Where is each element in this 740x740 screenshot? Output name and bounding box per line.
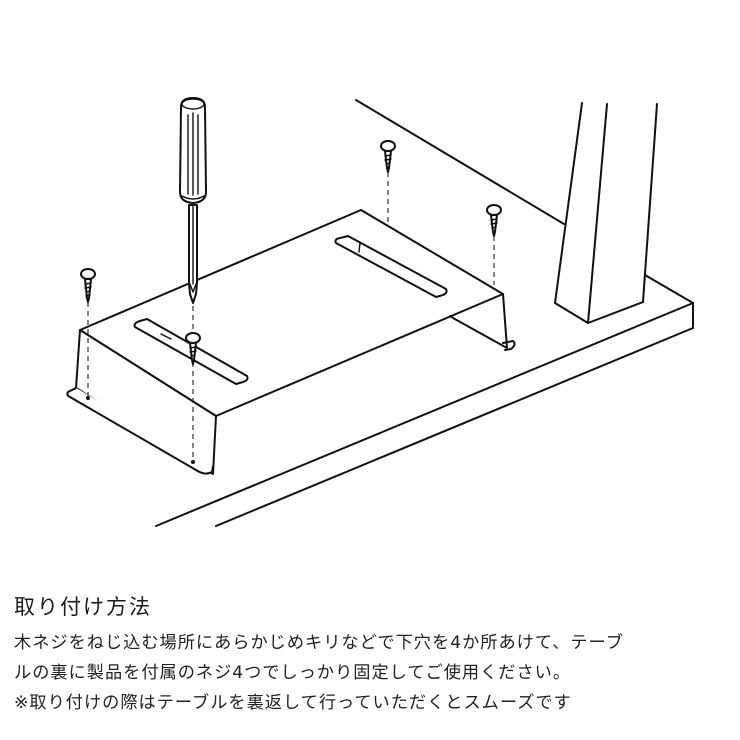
wood-screw-icon (486, 204, 502, 237)
screwdriver-icon (179, 97, 207, 304)
wood-screw-icon (185, 332, 201, 365)
instruction-line: ルの裏に製品を付属のネジ4つでしっかり固定してご使用ください。 (14, 663, 572, 683)
instructions-title: 取り付け方法 (14, 595, 152, 619)
wood-screw-icon (80, 268, 96, 303)
table-board (155, 99, 694, 527)
instruction-note: ※取り付けの際はテーブルを裏返して行っていただくとスムーズです (14, 693, 572, 713)
instruction-line: 木ネジをねじ込む場所にあらかじめキリなどで下穴を4か所あけて、テーブ (14, 633, 624, 653)
bracket-shelf-icon (66, 209, 516, 475)
installation-instructions: 取り付け方法 木ネジをねじ込む場所にあらかじめキリなどで下穴を4か所あけて、テー… (14, 592, 734, 718)
installation-diagram (66, 97, 694, 527)
wood-screw-icon (380, 140, 396, 173)
table-leg-icon (554, 102, 658, 324)
screw-guide-lines (87, 172, 495, 460)
